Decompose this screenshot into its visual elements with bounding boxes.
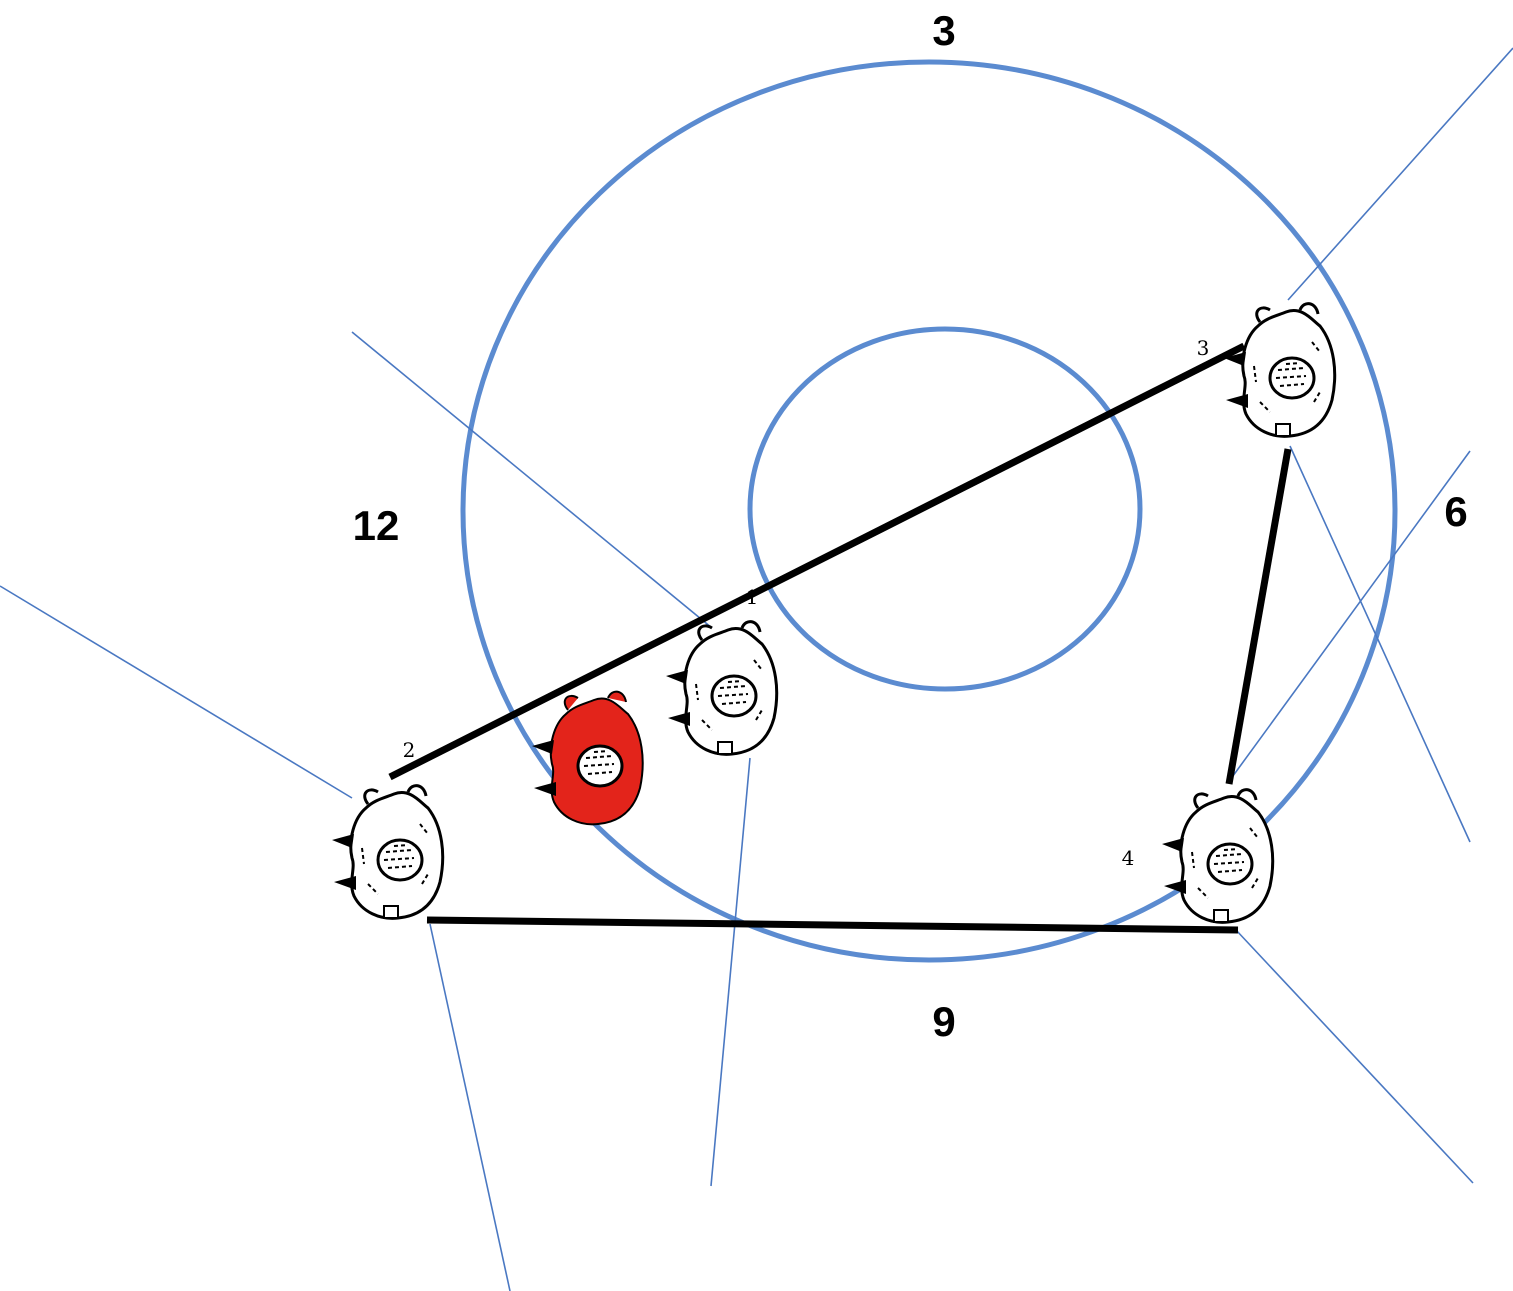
player-number-1: 1 [746,585,759,609]
clock-label-top: 3 [932,7,955,54]
sight-line-p4-up [1229,450,1471,781]
formation-line-3-4 [1225,448,1292,785]
clock-label-right: 6 [1444,488,1467,535]
visor-icon [576,744,624,788]
formation-lines [388,342,1292,934]
player-highlighted [532,690,644,826]
outer-ring [460,59,1398,963]
player-figure-icon [330,784,445,920]
clock-label-bottom: 9 [932,998,955,1045]
player-figure-icon [1222,302,1337,438]
sight-line-p2-left [0,585,353,799]
player-3 [1222,302,1337,438]
player-4 [1160,788,1275,924]
player-number-3: 3 [1197,336,1210,360]
player-number-4: 4 [1122,846,1135,870]
clock-label-left: 12 [353,502,400,549]
sight-lines [0,47,1513,1291]
player-number-2: 2 [403,738,416,762]
sight-line-p4-down [1235,929,1474,1184]
formation-line-2-4 [426,916,1239,934]
player-figure-icon [664,620,779,756]
player-2 [330,784,445,920]
inner-ring [747,326,1143,692]
formation-line-2-3 [388,342,1246,781]
sight-line-p1-up [351,331,713,629]
player-1 [664,620,779,756]
sight-line-p3-up [1287,47,1513,301]
player-figure-icon [1160,788,1275,924]
sight-line-p2-down [429,923,511,1291]
sight-line-p3-down [1289,445,1471,843]
sight-line-p1-down [710,757,751,1187]
